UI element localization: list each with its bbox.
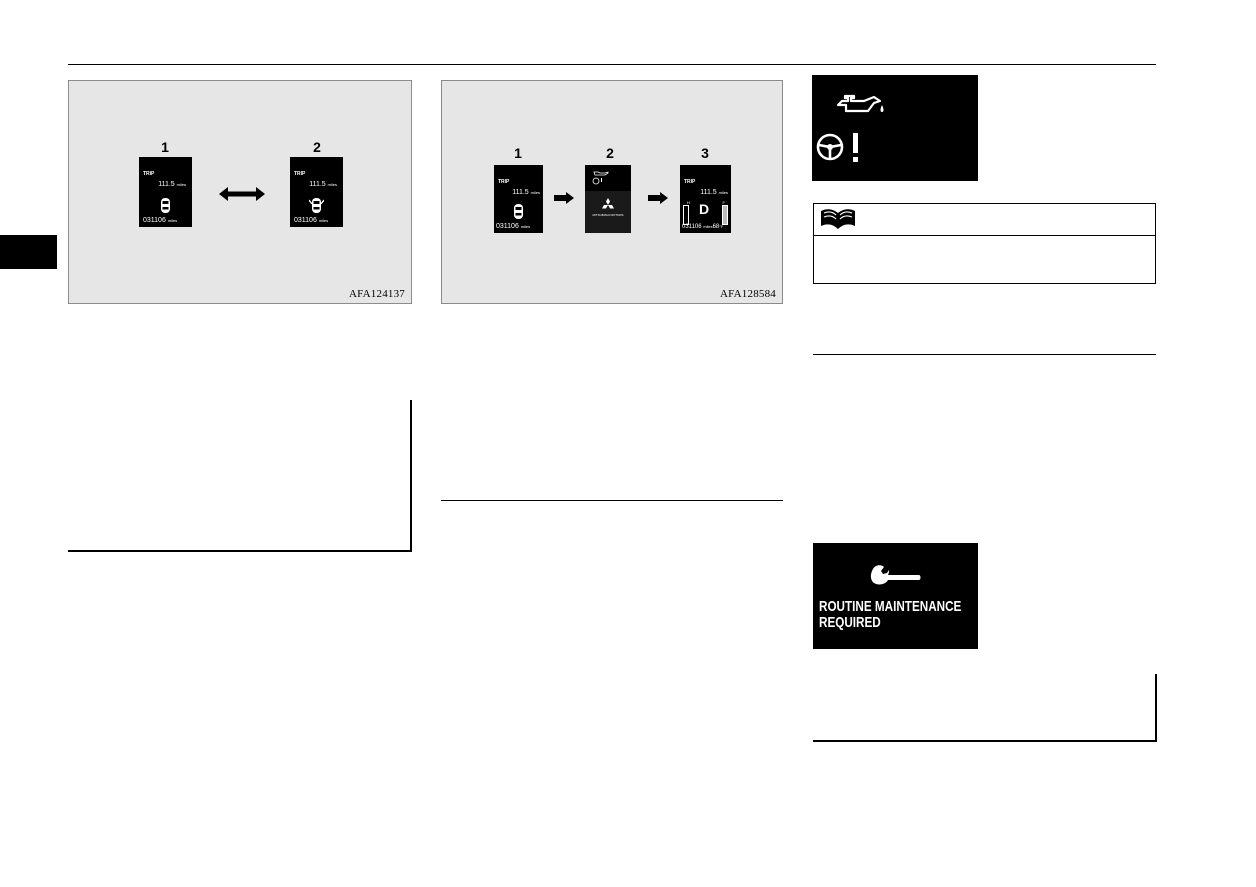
note-header — [814, 204, 1155, 236]
odometer: 031106 miles — [143, 217, 178, 224]
oil-can-icon — [836, 94, 884, 113]
display-screen: TRIP 111.5 miles 031106 miles — [139, 157, 192, 227]
temp-gauge-h-label: H — [687, 200, 690, 205]
display-screen: TRIP 111.5 miles 031106 miles — [494, 165, 543, 233]
trip-label: TRIP — [684, 179, 696, 185]
steering-warning-icon — [816, 133, 858, 162]
display-screen: TRIP 111.5 miles 031106 miles — [290, 157, 343, 227]
odometer: 031106 miles68°F — [682, 224, 724, 230]
screen-number: 1 — [161, 139, 169, 155]
caution-box-bottom — [68, 550, 412, 552]
three-diamond-logo — [602, 198, 614, 209]
maintenance-panel: ROUTINE MAINTENANCE REQUIRED — [813, 543, 978, 649]
section-rule — [813, 354, 1156, 355]
trip-label: TRIP — [498, 179, 510, 185]
screen-number: 1 — [514, 145, 522, 161]
brand-text: MITSUBISHI MOTORS — [592, 213, 624, 217]
caution-box-right — [1155, 674, 1157, 742]
fuel-gauge-f-label: F — [722, 200, 725, 205]
book-icon — [821, 209, 855, 229]
figure-code: AFA128584 — [720, 288, 776, 300]
temp-gauge — [683, 205, 689, 225]
maintenance-line-1: ROUTINE MAINTENANCE — [819, 598, 962, 615]
screen-number: 2 — [313, 139, 321, 155]
car-icon — [514, 204, 523, 219]
arrow-right-icon — [554, 192, 574, 204]
arrow-right-icon — [648, 192, 668, 204]
display-screen: TRIP 111.5 miles H D F 031106 miles68°F — [680, 165, 731, 233]
figure-startup-sequence: 1 2 3 TRIP 111.5 miles 031106 miles MITS… — [441, 80, 783, 304]
trip-distance: 111.5 miles — [158, 181, 186, 188]
car-door-open-icon — [309, 198, 324, 213]
maintenance-line-2: REQUIRED — [819, 614, 881, 631]
fuel-gauge — [722, 205, 728, 225]
screen-number: 3 — [701, 145, 709, 161]
maintenance-message: ROUTINE MAINTENANCE REQUIRED — [819, 599, 961, 631]
header-rule — [68, 64, 1156, 65]
warning-icons-panel — [812, 75, 978, 181]
screen-number: 2 — [606, 145, 614, 161]
section-tab — [0, 235, 57, 269]
odometer: 031106 miles — [294, 217, 329, 224]
trip-distance: 111.5 miles — [309, 181, 337, 188]
oil-steering-mini-icon — [592, 171, 609, 185]
car-icon — [161, 198, 170, 213]
note-box — [813, 203, 1156, 284]
display-screen: MITSUBISHI MOTORS — [585, 165, 631, 233]
trip-label: TRIP — [294, 171, 306, 177]
trip-distance: 111.5 miles — [700, 189, 728, 196]
trip-label: TRIP — [143, 171, 155, 177]
caution-box-bottom — [813, 740, 1157, 742]
trip-distance: 111.5 miles — [512, 189, 540, 196]
figure-code: AFA124137 — [349, 288, 405, 300]
section-rule — [441, 500, 783, 501]
caution-box-right — [410, 400, 412, 552]
double-arrow-icon — [219, 187, 265, 201]
gear-indicator: D — [699, 201, 710, 217]
odometer: 031106 miles — [496, 223, 531, 230]
wrench-icon — [870, 565, 921, 585]
figure-door-display: 1 2 TRIP 111.5 miles 031106 miles TRIP 1… — [68, 80, 412, 304]
